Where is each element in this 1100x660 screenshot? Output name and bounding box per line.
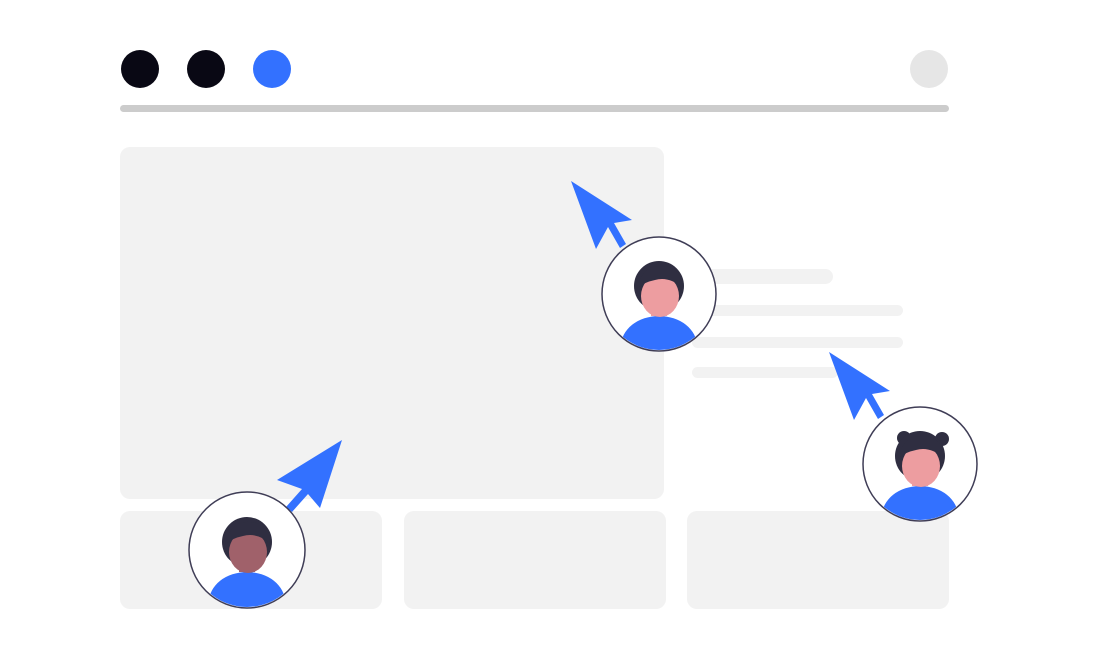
avatar-face: [641, 275, 679, 317]
window-dot-3[interactable]: [253, 50, 291, 88]
avatar-body: [882, 486, 958, 520]
window-dot-2[interactable]: [187, 50, 225, 88]
user-avatar-icon[interactable]: [188, 491, 306, 632]
card-placeholder-3: [687, 511, 949, 609]
user-avatar-icon[interactable]: [862, 406, 978, 546]
cursor-arrow-icon: [277, 440, 342, 512]
address-bar: [120, 105, 949, 112]
user-avatar-icon[interactable]: [601, 236, 717, 376]
avatar-body: [621, 316, 697, 350]
cursor-arrow-icon: [571, 181, 632, 249]
profile-avatar-placeholder[interactable]: [910, 50, 948, 88]
card-placeholder-2: [404, 511, 666, 609]
avatar-fringe: [637, 265, 683, 288]
cursor-arrow-icon: [829, 352, 890, 420]
main-content-block: [120, 147, 664, 499]
window-dot-1[interactable]: [121, 50, 159, 88]
avatar-face: [902, 445, 940, 487]
text-line-placeholder-4: [692, 367, 838, 378]
avatar-face: [229, 531, 267, 573]
text-line-placeholder-1: [692, 269, 833, 284]
text-line-placeholder-2: [692, 305, 903, 316]
avatar-fringe: [898, 435, 944, 458]
avatar-fringe: [225, 521, 271, 544]
avatar-body: [209, 572, 285, 607]
text-line-placeholder-3: [692, 337, 903, 348]
